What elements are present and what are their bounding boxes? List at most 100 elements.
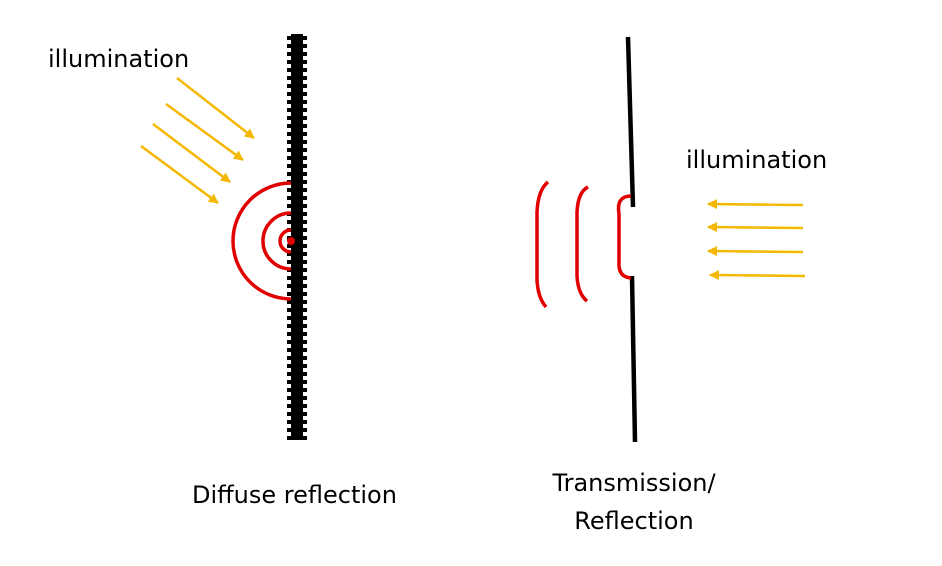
- wavefront-icon: [278, 228, 292, 254]
- surface-tooth: [287, 404, 292, 408]
- surface-tooth: [302, 84, 307, 88]
- illumination-label-left: illumination: [48, 45, 190, 73]
- surface-tooth: [287, 340, 292, 344]
- arrow-icon: [165, 102, 244, 162]
- surface-tooth: [302, 52, 307, 56]
- surface-tooth: [287, 124, 292, 128]
- surface-tooth: [287, 332, 292, 336]
- surface-tooth: [302, 196, 307, 200]
- surface-tooth: [302, 132, 307, 136]
- surface-tooth: [287, 396, 292, 400]
- surface-tooth: [287, 44, 292, 48]
- surface-tooth: [287, 412, 292, 416]
- surface-tooth: [302, 292, 307, 296]
- surface-tooth: [302, 180, 307, 184]
- incoming-light-left: [140, 77, 255, 205]
- surface-tooth: [302, 164, 307, 168]
- transmitted-wavefronts: [535, 180, 632, 309]
- surface-tooth: [287, 140, 292, 144]
- surface-tooth: [287, 348, 292, 352]
- arrow-icon: [140, 144, 219, 205]
- rough-surface-bar: [291, 34, 303, 440]
- surface-tooth: [287, 316, 292, 320]
- rough-surface-texture: [287, 36, 307, 440]
- surface-tooth: [302, 220, 307, 224]
- arrow-icon: [707, 222, 804, 233]
- wavefront-icon: [535, 180, 550, 309]
- wavefront-icon: [231, 181, 292, 301]
- transmission-reflection-caption: Transmission/ Reflection: [541, 464, 727, 540]
- surface-tooth: [287, 308, 292, 312]
- surface-tooth: [302, 172, 307, 176]
- surface-tooth: [302, 108, 307, 112]
- surface-tooth: [287, 132, 292, 136]
- surface-tooth: [302, 44, 307, 48]
- surface-tooth: [302, 284, 307, 288]
- arrow-icon: [176, 77, 255, 139]
- surface-tooth: [287, 436, 292, 440]
- surface-tooth: [302, 348, 307, 352]
- surface-tooth: [302, 92, 307, 96]
- surface-tooth: [287, 324, 292, 328]
- wavefront-icon: [261, 211, 292, 271]
- surface-tooth: [287, 292, 292, 296]
- surface-tooth: [302, 188, 307, 192]
- surface-tooth: [302, 204, 307, 208]
- arrow-icon: [707, 246, 804, 257]
- surface-tooth: [287, 204, 292, 208]
- surface-tooth: [302, 396, 307, 400]
- surface-tooth: [287, 116, 292, 120]
- surface-tooth: [302, 68, 307, 72]
- surface-tooth: [302, 412, 307, 416]
- surface-tooth: [287, 300, 292, 304]
- surface-tooth: [287, 156, 292, 160]
- surface-tooth: [302, 404, 307, 408]
- wavefront-icon: [616, 194, 632, 280]
- wavefront-icon: [575, 185, 589, 303]
- rough-surface: [287, 34, 307, 440]
- surface-tooth: [287, 36, 292, 40]
- surface-tooth: [302, 316, 307, 320]
- surface-tooth: [302, 420, 307, 424]
- surface-tooth: [287, 252, 292, 256]
- surface-tooth: [302, 244, 307, 248]
- screen-upper-segment: [625, 36, 636, 208]
- surface-tooth: [287, 92, 292, 96]
- surface-tooth: [287, 260, 292, 264]
- point-source-icon: [287, 237, 295, 245]
- surface-tooth: [287, 220, 292, 224]
- surface-tooth: [302, 300, 307, 304]
- surface-tooth: [302, 324, 307, 328]
- surface-tooth: [287, 244, 292, 248]
- aperture-screen: [625, 36, 638, 443]
- surface-tooth: [302, 332, 307, 336]
- caption-line-2: Reflection: [574, 507, 694, 535]
- surface-tooth: [287, 420, 292, 424]
- screen-lower-segment: [629, 275, 638, 443]
- surface-tooth: [287, 188, 292, 192]
- surface-tooth: [302, 124, 307, 128]
- diffuse-reflection-caption: Diffuse reflection: [192, 481, 397, 509]
- surface-tooth: [287, 108, 292, 112]
- surface-tooth: [287, 148, 292, 152]
- surface-tooth: [287, 52, 292, 56]
- illumination-label-right: illumination: [686, 146, 828, 174]
- surface-tooth: [287, 100, 292, 104]
- surface-tooth: [302, 116, 307, 120]
- surface-tooth: [302, 388, 307, 392]
- surface-tooth: [302, 340, 307, 344]
- surface-tooth: [302, 356, 307, 360]
- arrow-icon: [152, 123, 231, 183]
- surface-tooth: [287, 380, 292, 384]
- surface-tooth: [287, 356, 292, 360]
- surface-tooth: [287, 196, 292, 200]
- arrow-icon: [707, 199, 804, 210]
- surface-tooth: [302, 308, 307, 312]
- surface-tooth: [287, 172, 292, 176]
- surface-tooth: [302, 436, 307, 440]
- surface-tooth: [287, 68, 292, 72]
- surface-tooth: [302, 100, 307, 104]
- surface-tooth: [287, 164, 292, 168]
- surface-tooth: [302, 228, 307, 232]
